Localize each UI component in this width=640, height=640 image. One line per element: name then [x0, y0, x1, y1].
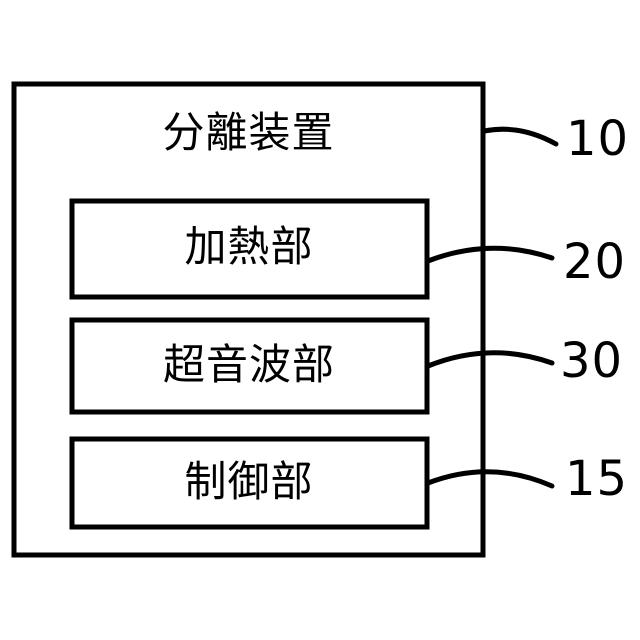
reference-number-10: 10 — [566, 111, 630, 167]
leader-line-30 — [425, 350, 555, 369]
leader-line-20 — [425, 245, 555, 264]
inner-box-label-heating-unit: 加熱部 — [184, 222, 314, 271]
reference-number-20: 20 — [563, 234, 627, 290]
outer-box-separation-device — [11, 81, 486, 558]
outer-box-title: 分離装置 — [162, 108, 335, 157]
leader-line-10 — [481, 126, 559, 147]
inner-box-label-control-unit: 制御部 — [184, 457, 314, 506]
reference-number-15: 15 — [565, 451, 629, 507]
inner-box-label-ultrasonic-unit: 超音波部 — [162, 340, 335, 389]
leader-line-15 — [425, 469, 555, 489]
inner-box-heating-unit — [69, 198, 430, 300]
reference-number-30: 30 — [560, 333, 624, 389]
